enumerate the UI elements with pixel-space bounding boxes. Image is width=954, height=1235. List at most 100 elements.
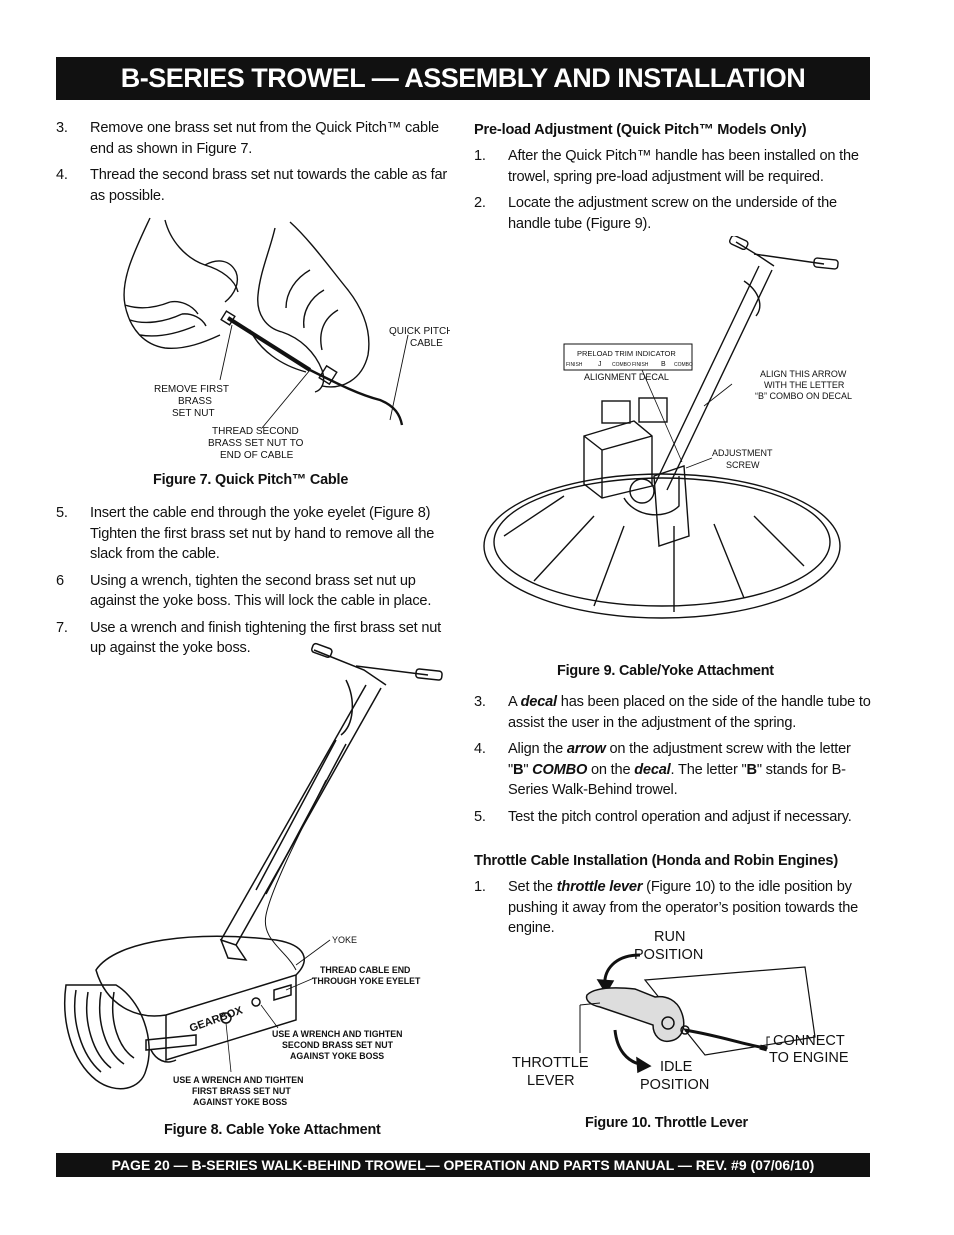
step-number: 4. [474, 741, 486, 757]
label-align-arrow-1: ALIGN THIS ARROW [760, 369, 847, 379]
step-text: Use a wrench and finish tightening the f… [90, 619, 442, 657]
decal-letter-j: J [598, 361, 602, 368]
label-thread-cable-end: THREAD CABLE END [320, 965, 410, 975]
label-to-engine: TO ENGINE [769, 1050, 849, 1066]
step-number: 5. [474, 808, 486, 825]
left-column-lower: 5. Insert the cable end through the yoke… [56, 503, 454, 665]
step-text-5: . The letter " [670, 761, 747, 778]
label-adjustment: ADJUSTMENT [712, 448, 773, 458]
step-4-left: 4. Thread the second brass set nut towar… [56, 165, 454, 206]
step-text: Using a wrench, tighten the second brass… [90, 572, 432, 610]
decal-title: PRELOAD TRIM INDICATOR [577, 349, 676, 358]
label-thread-second: THREAD SECOND [212, 426, 299, 437]
step-text-post: has been placed on the side of the handl… [508, 694, 871, 731]
right-column-top: Pre-load Adjustment (Quick Pitch™ Models… [474, 120, 872, 240]
step-number: 5. [56, 505, 68, 521]
figure-9-caption: Figure 9. Cable/Yoke Attachment [557, 663, 774, 679]
step-text: Locate the adjustment screw on the under… [508, 195, 837, 232]
label-alignment-decal: ALIGNMENT DECAL [584, 372, 669, 382]
figure-10-caption: Figure 10. Throttle Lever [585, 1115, 748, 1131]
preload-step-2: 2. Locate the adjustment screw on the un… [474, 193, 872, 234]
preload-step-1: 1. After the Quick Pitch™ handle has bee… [474, 146, 872, 187]
step-number: 7. [56, 619, 68, 636]
label-gearbox: GEARBOX [188, 1004, 245, 1035]
figure-8-caption: Figure 8. Cable Yoke Attachment [164, 1122, 381, 1138]
step-text-pre: Set the [508, 879, 557, 895]
label-lever: LEVER [527, 1073, 575, 1089]
decal-step-3: 3. A decal has been placed on the side o… [474, 692, 872, 733]
label-set-nut: SET NUT [172, 408, 215, 419]
label-wrench-first-1: USE A WRENCH AND TIGHTEN [173, 1075, 303, 1085]
right-column-lower: 3. A decal has been placed on the side o… [474, 692, 872, 945]
step-text: Insert the cable end through the yoke ey… [90, 505, 435, 562]
step-6-left: 6 Using a wrench, tighten the second bra… [56, 571, 454, 612]
step-5-left: 5. Insert the cable end through the yoke… [56, 503, 454, 565]
arrow-step-4: 4. Align the arrow on the adjustment scr… [474, 739, 872, 801]
step-text: Remove one brass set nut from the Quick … [90, 120, 439, 157]
label-cable: CABLE [410, 338, 443, 349]
page-title: B-SERIES TROWEL — ASSEMBLY AND INSTALLAT… [56, 57, 870, 100]
figure-9-cable-yoke-attachment: PRELOAD TRIM INDICATOR FINISH J COMBO FI… [483, 236, 852, 619]
label-wrench-second-3: AGAINST YOKE BOSS [290, 1051, 384, 1061]
label-align-arrow-2: WITH THE LETTER [764, 380, 845, 390]
step-number: 6 [56, 572, 64, 589]
label-brass: BRASS [178, 396, 212, 407]
throttle-lever-illustration [579, 953, 816, 1074]
step-text-6: " stands for B-Series Walk-Behind trowel… [508, 761, 846, 799]
step-emphasis-throttle-lever: throttle lever [556, 879, 643, 895]
step-text-emphasis: decal [520, 694, 558, 710]
figure-8-cable-yoke-attachment: GEARBOX YOKE THREAD CABLE END THROUGH YO… [64, 642, 443, 1107]
step-number: 3. [56, 120, 68, 136]
throttle-step-1: 1. Set the throttle lever (Figure 10) to… [474, 877, 872, 939]
preload-heading: Pre-load Adjustment (Quick Pitch™ Models… [474, 122, 807, 138]
step-emphasis-arrow: arrow [566, 741, 606, 757]
label-through-yoke-eyelet: THROUGH YOKE EYELET [312, 976, 421, 986]
label-quick-pitch: QUICK PITCH™ [389, 326, 450, 337]
step-emphasis-combo: COMBO [532, 761, 588, 778]
figure-7-quick-pitch-cable: QUICK PITCH™ CABLE REMOVE FIRST BRASS SE… [123, 217, 450, 461]
step-text-4: on the [587, 761, 635, 778]
decal-combo-1: COMBO [612, 362, 631, 368]
test-step-5: 5. Test the pitch control operation and … [474, 807, 872, 828]
label-wrench-second-2: SECOND BRASS SET NUT [282, 1040, 394, 1050]
label-wrench-first-3: AGAINST YOKE BOSS [193, 1097, 287, 1107]
throttle-heading: Throttle Cable Installation (Honda and R… [474, 853, 838, 869]
decal-letter-b: B [661, 361, 666, 368]
step-text-1: Align the [508, 741, 567, 757]
figure-10-throttle-lever: RUN POSITION CONNECT TO ENGINE THROTTLE … [512, 929, 849, 1093]
label-idle-position: POSITION [640, 1077, 709, 1093]
step-text-post: (Figure 10) to the idle position by push… [508, 879, 859, 936]
decal-finish-2: FINISH [632, 362, 649, 368]
step-number: 3. [474, 694, 486, 710]
step-bold-b-1: B [512, 761, 524, 778]
step-text-3: " [523, 761, 533, 778]
step-text-2: on the adjustment screw with the letter … [508, 741, 851, 778]
label-screw: SCREW [726, 460, 760, 470]
page-footer: PAGE 20 — B-SERIES WALK-BEHIND TROWEL— O… [56, 1153, 870, 1177]
step-number: 2. [474, 195, 486, 211]
left-column: 3. Remove one brass set nut from the Qui… [56, 118, 454, 212]
step-number: 1. [474, 148, 486, 164]
label-remove-first: REMOVE FIRST [154, 384, 229, 395]
step-emphasis-decal: decal [634, 761, 671, 778]
label-brass-set-nut-to: BRASS SET NUT TO [208, 438, 304, 449]
step-3-left: 3. Remove one brass set nut from the Qui… [56, 118, 454, 159]
label-idle: IDLE [660, 1059, 693, 1075]
label-throttle: THROTTLE [512, 1055, 589, 1071]
step-7-left: 7. Use a wrench and finish tightening th… [56, 618, 454, 659]
label-connect: CONNECT [773, 1033, 845, 1049]
decal-finish-1: FINISH [566, 362, 583, 368]
trowel-handle-illustration [64, 642, 443, 1090]
label-wrench-first-2: FIRST BRASS SET NUT [192, 1086, 291, 1096]
trowel-machine-illustration [483, 236, 841, 619]
step-number: 4. [56, 167, 68, 183]
step-text: After the Quick Pitch™ handle has been i… [508, 148, 859, 185]
label-wrench-second-1: USE A WRENCH AND TIGHTEN [272, 1029, 402, 1039]
decal-combo-2: COMBO [674, 362, 693, 368]
hands-illustration [123, 217, 409, 429]
figure-7-caption: Figure 7. Quick Pitch™ Cable [153, 472, 349, 488]
step-bold-b-2: B [746, 761, 757, 778]
step-text-pre: A [508, 694, 521, 710]
label-yoke: YOKE [332, 935, 357, 945]
step-text: Thread the second brass set nut towards … [90, 167, 448, 204]
